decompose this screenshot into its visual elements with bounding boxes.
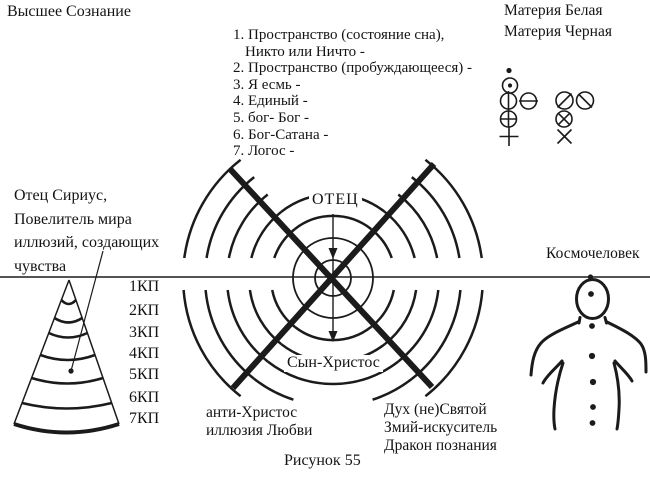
matter-symbols — [499, 67, 595, 146]
father-arrow — [328, 214, 338, 342]
circle-x-icon — [555, 110, 573, 128]
father-sirius-label: Отец Сириус, Повелитель мира иллюзий, со… — [14, 187, 160, 275]
dot-icon — [506, 67, 512, 74]
matter-black-label: Материя Черная — [504, 23, 612, 40]
figure-caption: Рисунок 55 — [284, 452, 361, 469]
cosmic-human-figure — [529, 274, 648, 431]
cone-level-7: 7КП — [129, 410, 160, 427]
list-item-5: 5. бог- Бог - — [233, 110, 310, 126]
list-item-6: 6. Бог-Сатана - — [233, 127, 329, 143]
list-item-7: 7. Логос - — [233, 143, 295, 159]
list-item-2: 2. Пространство (пробуждающееся) - — [233, 60, 473, 76]
list-item-1-line2: Никто или Ничто - — [245, 44, 365, 60]
list-item-4: 4. Единый - — [233, 93, 308, 109]
chakra-dots — [587, 274, 597, 426]
unholy-spirit-label: Дух (не)Святой Змий-искуситель Дракон по… — [384, 401, 498, 454]
cone-level-2: 2КП — [129, 302, 160, 319]
list-item-3: 3. Я есмь - — [233, 77, 301, 93]
radiating-arcs — [182, 158, 484, 401]
father-label: ОТЕЦ — [309, 191, 362, 209]
circle-dot-icon — [501, 77, 519, 94]
cone-level-6: 6КП — [129, 389, 160, 406]
circle-vertical-bar-icon — [499, 91, 518, 111]
circle-plus-icon — [499, 110, 518, 128]
cone-level-1: 1КП — [129, 278, 160, 295]
cone-level-5: 5КП — [129, 366, 160, 383]
plus-icon — [499, 127, 519, 146]
circle-backslash-icon — [575, 91, 595, 110]
antichrist-label: анти-Христос иллюзия Любви — [206, 404, 313, 439]
cosmic-human-label: Космочеловек — [546, 245, 640, 262]
cone-level-3: 3КП — [129, 324, 160, 341]
cone-figure — [13, 279, 120, 435]
circle-slash-icon — [555, 91, 574, 110]
circle-horizontal-bar-icon — [519, 92, 538, 110]
list-item-1: 1. Пространство (состояние сна), — [233, 27, 445, 43]
pointer-line — [68, 250, 104, 374]
matter-white-label: Материя Белая — [504, 2, 603, 19]
x-icon — [556, 128, 573, 145]
cone-level-4: 4КП — [129, 345, 160, 362]
son-christ-label: Сын-Христос — [284, 354, 383, 372]
top-left-label: Высшее Сознание — [7, 3, 131, 20]
